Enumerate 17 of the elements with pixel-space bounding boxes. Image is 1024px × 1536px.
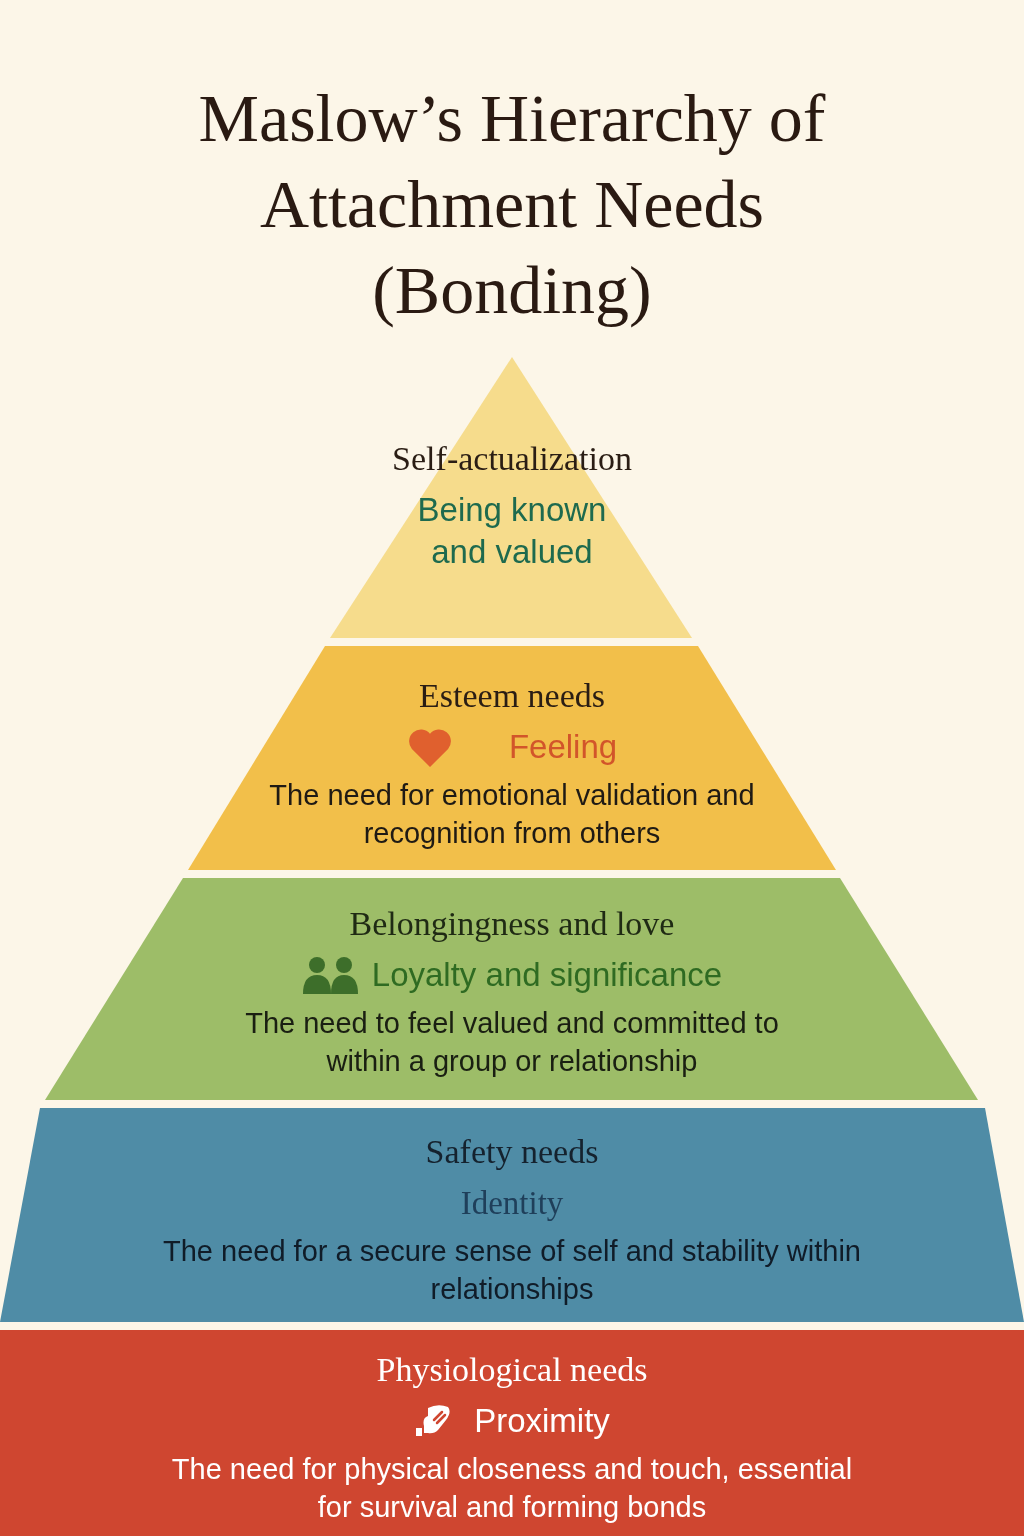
tier-heading: Self-actualization <box>392 439 632 479</box>
tier-heading: Esteem needs <box>419 676 605 716</box>
tier-subtitle: Being known and valued <box>416 490 608 572</box>
tier-subtitle: Proximity <box>474 1401 610 1441</box>
pyramid-tier <box>0 1108 1024 1322</box>
tier-description: The need for a secure sense of self and stability within relationships <box>162 1234 862 1307</box>
tier-description: The need to feel valued and committed to within a group or relationship <box>244 1006 780 1079</box>
tier-subtitle: Identity <box>460 1184 564 1223</box>
tier-description: The need for emotional validation and recognition from others <box>268 778 756 851</box>
title: Maslow’s Hierarchy of Attachment Needs (Bonding) <box>197 79 827 330</box>
tier-description: The need for physical closeness and touch, essential for survival and forming bonds <box>170 1452 854 1525</box>
tier-subtitle: Feeling <box>508 727 618 767</box>
tier-heading: Physiological needs <box>376 1350 648 1390</box>
tier-heading: Belongingness and love <box>349 904 675 944</box>
tier-subtitle: Loyalty and significance <box>371 955 723 995</box>
pyramid-tier <box>0 1330 1024 1536</box>
tier-heading: Safety needs <box>425 1132 599 1172</box>
